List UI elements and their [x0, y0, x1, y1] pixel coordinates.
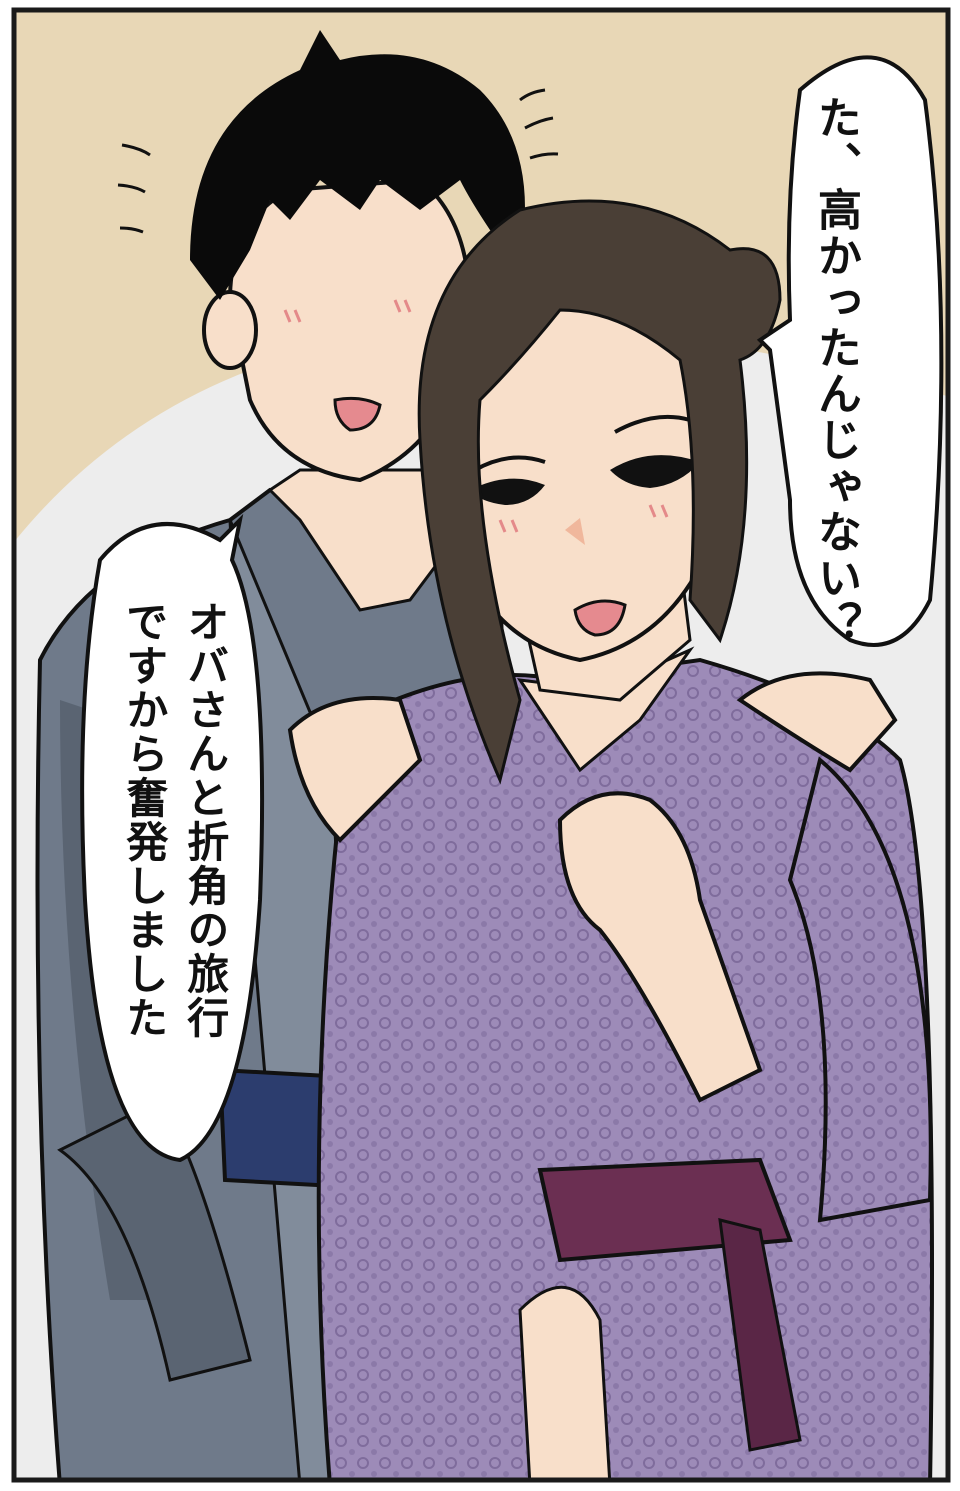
dialogue-left-line2: ですから奮発しました	[119, 600, 169, 1040]
man-right-hand	[736, 671, 898, 773]
speech-bubble-left	[80, 513, 265, 1163]
woman-mouth	[573, 599, 627, 637]
man-mouth	[333, 396, 382, 432]
dialogue-right: た、高かったんじゃない？	[810, 95, 861, 647]
woman-left-eye	[470, 478, 545, 505]
woman-hair	[417, 199, 782, 785]
woman-figure	[287, 199, 934, 1480]
man-hair	[190, 30, 525, 300]
panel-border	[11, 7, 951, 1483]
man-left-hand	[287, 696, 423, 843]
speech-bubble-right	[756, 55, 944, 647]
dialogue-left-line1: オバさんと折角の旅行	[180, 600, 230, 1040]
dialogue-left: オバさんと折角の旅行ですから奮発しました	[113, 600, 235, 1040]
woman-hand	[557, 791, 763, 1103]
woman-right-eye	[610, 455, 700, 488]
